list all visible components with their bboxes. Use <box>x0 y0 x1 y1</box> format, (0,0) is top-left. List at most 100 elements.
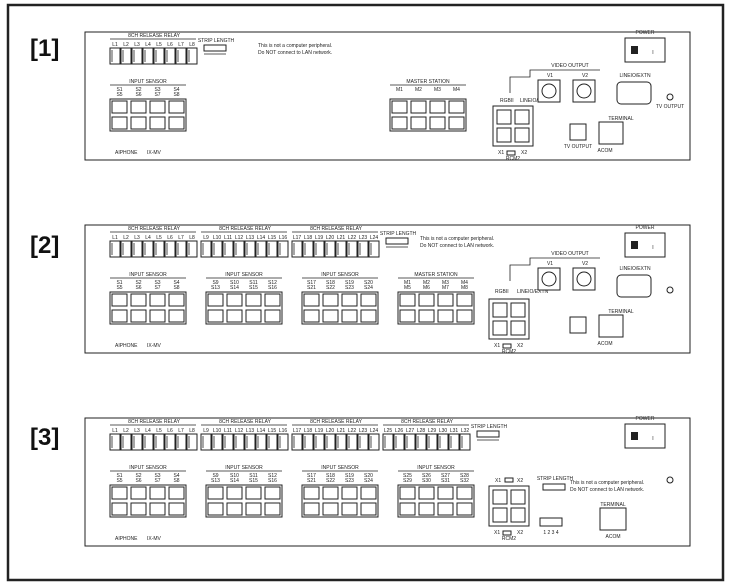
relay-label: L4 <box>145 42 151 48</box>
port-label: M5 <box>404 285 411 291</box>
relay-terminal <box>291 433 303 451</box>
acom-label: ACOM <box>598 148 613 154</box>
relay-terminal <box>131 47 143 65</box>
group-title: INPUT SENSOR <box>417 465 455 471</box>
group-title: MASTER STATION <box>414 272 458 278</box>
rj45-port <box>226 502 243 516</box>
rj45-port <box>245 486 262 500</box>
relay-terminal <box>164 47 176 65</box>
rj45-port <box>322 502 339 516</box>
relay-label: L5 <box>156 428 162 434</box>
x2-label: X2 <box>521 150 527 156</box>
panel-label: [2] <box>30 232 59 259</box>
v2-label: V2 <box>582 73 588 79</box>
rj45-port <box>245 502 262 516</box>
relay-terminal <box>291 240 303 258</box>
relay-terminal <box>335 240 347 258</box>
relay-header: 8CH RELEASE RELAY <box>310 226 363 232</box>
v2-label: V2 <box>582 261 588 267</box>
relay-label: L10 <box>213 235 222 241</box>
rcm-port <box>492 489 508 505</box>
relay-label: L25 <box>384 428 393 434</box>
port-label: M3 <box>434 87 441 93</box>
relay-label: L21 <box>337 235 346 241</box>
relay-terminal <box>222 433 234 451</box>
rj45-port <box>399 486 416 500</box>
rj45-port <box>207 486 224 500</box>
relay-label: L3 <box>134 428 140 434</box>
warning-line: This is not a computer peripheral. <box>258 43 332 49</box>
group-title: INPUT SENSOR <box>129 465 167 471</box>
rj45-port <box>149 486 166 500</box>
rj45-port <box>226 293 243 307</box>
relay-terminal <box>109 433 121 451</box>
port-label: S23 <box>345 285 354 291</box>
rj45-port <box>130 309 147 323</box>
relay-terminal <box>448 433 460 451</box>
strip-length-gauge <box>203 44 227 52</box>
warning-line: Do NOT connect to LAN network. <box>258 50 332 56</box>
rcm-port <box>510 507 526 523</box>
power-label: POWER <box>636 30 655 36</box>
brand-mark: AIPHONE <box>115 536 138 542</box>
relay-label: L2 <box>123 42 129 48</box>
rj45-port <box>456 293 473 307</box>
dip-slider <box>502 343 512 349</box>
relay-label: L11 <box>224 235 232 241</box>
relay-label: L24 <box>370 235 379 241</box>
relay-terminal <box>153 47 165 65</box>
relay-label: L23 <box>359 428 368 434</box>
port-label: S13 <box>211 285 220 291</box>
rj45-port <box>437 309 454 323</box>
port-label: M1 <box>404 280 411 286</box>
relay-terminal <box>109 47 121 65</box>
port-label: S22 <box>326 478 335 484</box>
port-label: M7 <box>442 285 449 291</box>
db-connector <box>616 274 652 298</box>
relay-terminal <box>244 433 256 451</box>
relay-terminal <box>302 433 314 451</box>
relay-label: L3 <box>134 42 140 48</box>
relay-terminal <box>357 433 369 451</box>
port-label: S17 <box>307 280 316 286</box>
rj45-port <box>437 502 454 516</box>
relay-label: L14 <box>257 428 266 434</box>
port-label: S16 <box>268 285 277 291</box>
strip-length-label: STRIP LENGTH <box>537 476 574 482</box>
strip-length-label: STRIP LENGTH <box>471 424 508 430</box>
relay-label: L7 <box>178 42 184 48</box>
rcm-port <box>492 320 508 336</box>
port-label: M6 <box>423 285 430 291</box>
dip-slider <box>504 477 514 483</box>
port-label: S19 <box>345 473 354 479</box>
rj45-port <box>207 502 224 516</box>
relay-terminal <box>324 240 336 258</box>
port-label: S15 <box>249 285 258 291</box>
video-bracket <box>509 69 600 93</box>
relay-header: 8CH RELEASE RELAY <box>219 226 272 232</box>
port-label: S26 <box>422 473 431 479</box>
rj45-port <box>149 309 166 323</box>
relay-label: L6 <box>167 42 173 48</box>
rj45-port <box>226 486 243 500</box>
port-label: S25 <box>403 473 412 479</box>
port-label: S8 <box>173 285 179 291</box>
relay-header: 8CH RELEASE RELAY <box>310 419 363 425</box>
port-label: S6 <box>135 92 141 98</box>
rj45-port <box>448 100 465 114</box>
power-mark: I <box>652 245 653 251</box>
relay-label: L22 <box>348 428 357 434</box>
port-label: S2 <box>135 87 141 93</box>
port-label: S2 <box>135 473 141 479</box>
relay-label: L7 <box>178 428 184 434</box>
power-rocker <box>631 46 638 54</box>
relay-label: L6 <box>167 235 173 241</box>
relay-terminal <box>382 433 394 451</box>
relay-label: L9 <box>203 235 209 241</box>
rj45-port <box>456 309 473 323</box>
rcm-port <box>492 302 508 318</box>
port-label: S3 <box>154 473 160 479</box>
relay-label: L31 <box>450 428 459 434</box>
x2-label: X2 <box>517 530 523 536</box>
